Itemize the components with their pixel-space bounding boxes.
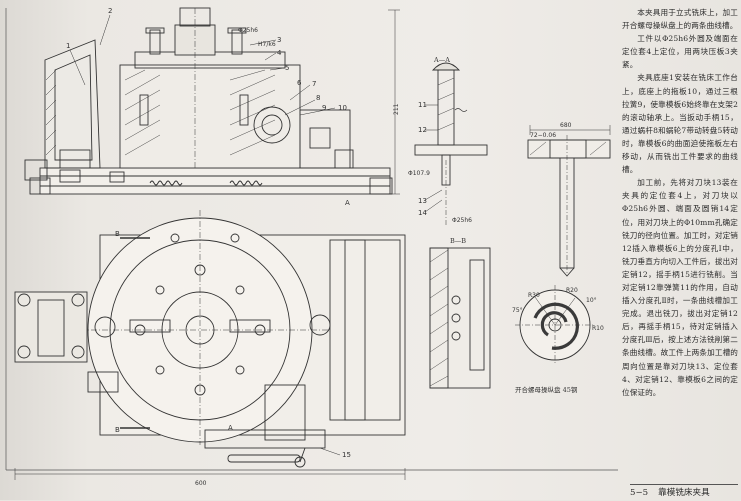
drawing-frame xyxy=(5,8,618,471)
dim-107-9: Φ107.9 xyxy=(408,170,430,177)
plan-view xyxy=(14,210,406,480)
part-label-15: 15 xyxy=(342,451,351,459)
part-label-1: 1 xyxy=(66,42,70,50)
dim-25h6: Φ25h6 xyxy=(452,217,472,224)
part-label-5: 5 xyxy=(285,64,289,72)
part-label-12: 12 xyxy=(418,126,427,134)
cutter-block-labels: 680 72−0.06 xyxy=(530,122,572,139)
section-marker-a-front: A xyxy=(345,199,350,207)
section-b-b-title: B—B xyxy=(450,237,466,245)
part-label-10: 10 xyxy=(338,104,347,112)
dim-72: 72−0.06 xyxy=(530,132,556,139)
dim-angle-75: 75° xyxy=(512,307,523,314)
workpiece-labels: R30 R20 10° 75° R10 开合螺母操纵盘 45钢 xyxy=(512,287,604,394)
part-label-3: 3 xyxy=(277,36,281,44)
dim-angle-10: 10° xyxy=(586,297,597,304)
section-marker-b-top: B xyxy=(115,230,120,238)
description-paragraph: 加工前，先将对刀块13装在夹具的定位套4上，对刀块以Φ25h6外圆、端面及圆销1… xyxy=(622,178,738,397)
dim-r10: R10 xyxy=(592,325,604,332)
dim-r20: R20 xyxy=(566,287,578,294)
figure-caption: 5−5 靠模铣床夹具 xyxy=(630,484,738,501)
section-a-a-view xyxy=(414,62,488,225)
description-paragraph: 工件以Φ25h6外圆及端面在定位套4上定位，用两块压板3夹紧。 xyxy=(622,34,738,70)
part-label-8: 8 xyxy=(316,94,320,102)
description-paragraph: 夹具底座1安装在铣床工作台上，底座上的拖板10，通过三根拉簧9，使靠模板6始终靠… xyxy=(622,73,738,175)
dim-h7-k6: H7/k6 xyxy=(258,41,276,48)
figure-number: 5−5 xyxy=(630,488,649,498)
section-marker-b-bottom: B xyxy=(115,426,120,434)
part-label-11: 11 xyxy=(418,101,427,109)
part-label-4: 4 xyxy=(277,49,282,57)
section-a-a-labels: A—A 11 12 Φ107.9 13 14 Φ25h6 xyxy=(408,56,472,224)
section-b-b-labels: B—B xyxy=(450,237,466,245)
part-label-13: 13 xyxy=(418,197,427,205)
section-marker-a-plan: A xyxy=(228,424,233,432)
front-view-labels: 2 1 3 4 5 6 7 8 9 10 Φ25h6 H7/k6 211 A xyxy=(66,7,400,207)
plan-view-labels: B B A 15 600 xyxy=(115,230,351,487)
workpiece-caption: 开合螺母操纵盘 45钢 xyxy=(515,385,578,394)
dim-r30: R30 xyxy=(528,292,540,299)
workpiece-view xyxy=(515,285,595,365)
dim-600: 600 xyxy=(195,480,207,487)
section-a-a-title: A—A xyxy=(433,56,450,64)
fixture-engineering-drawing: 2 1 3 4 5 6 7 8 9 10 Φ25h6 H7/k6 211 A xyxy=(5,7,618,487)
figure-title: 靠模铣床夹具 xyxy=(658,488,710,498)
part-label-14: 14 xyxy=(418,209,427,217)
part-label-2: 2 xyxy=(108,7,112,15)
cutter-block-view xyxy=(527,125,611,277)
dim-680-small: 680 xyxy=(560,122,572,129)
part-label-6: 6 xyxy=(297,79,302,87)
front-view xyxy=(24,7,400,195)
description-text-column: 本夹具用于立式铣床上，加工开合螺母操纵盘上的两条曲线槽。 工件以Φ25h6外圆及… xyxy=(622,6,738,461)
description-paragraph: 本夹具用于立式铣床上，加工开合螺母操纵盘上的两条曲线槽。 xyxy=(622,8,738,31)
dim-25h6-top: Φ25h6 xyxy=(238,27,258,34)
part-label-7: 7 xyxy=(312,80,316,88)
part-label-9: 9 xyxy=(322,104,326,112)
section-b-b-view xyxy=(429,247,491,389)
dim-211: 211 xyxy=(393,103,400,115)
